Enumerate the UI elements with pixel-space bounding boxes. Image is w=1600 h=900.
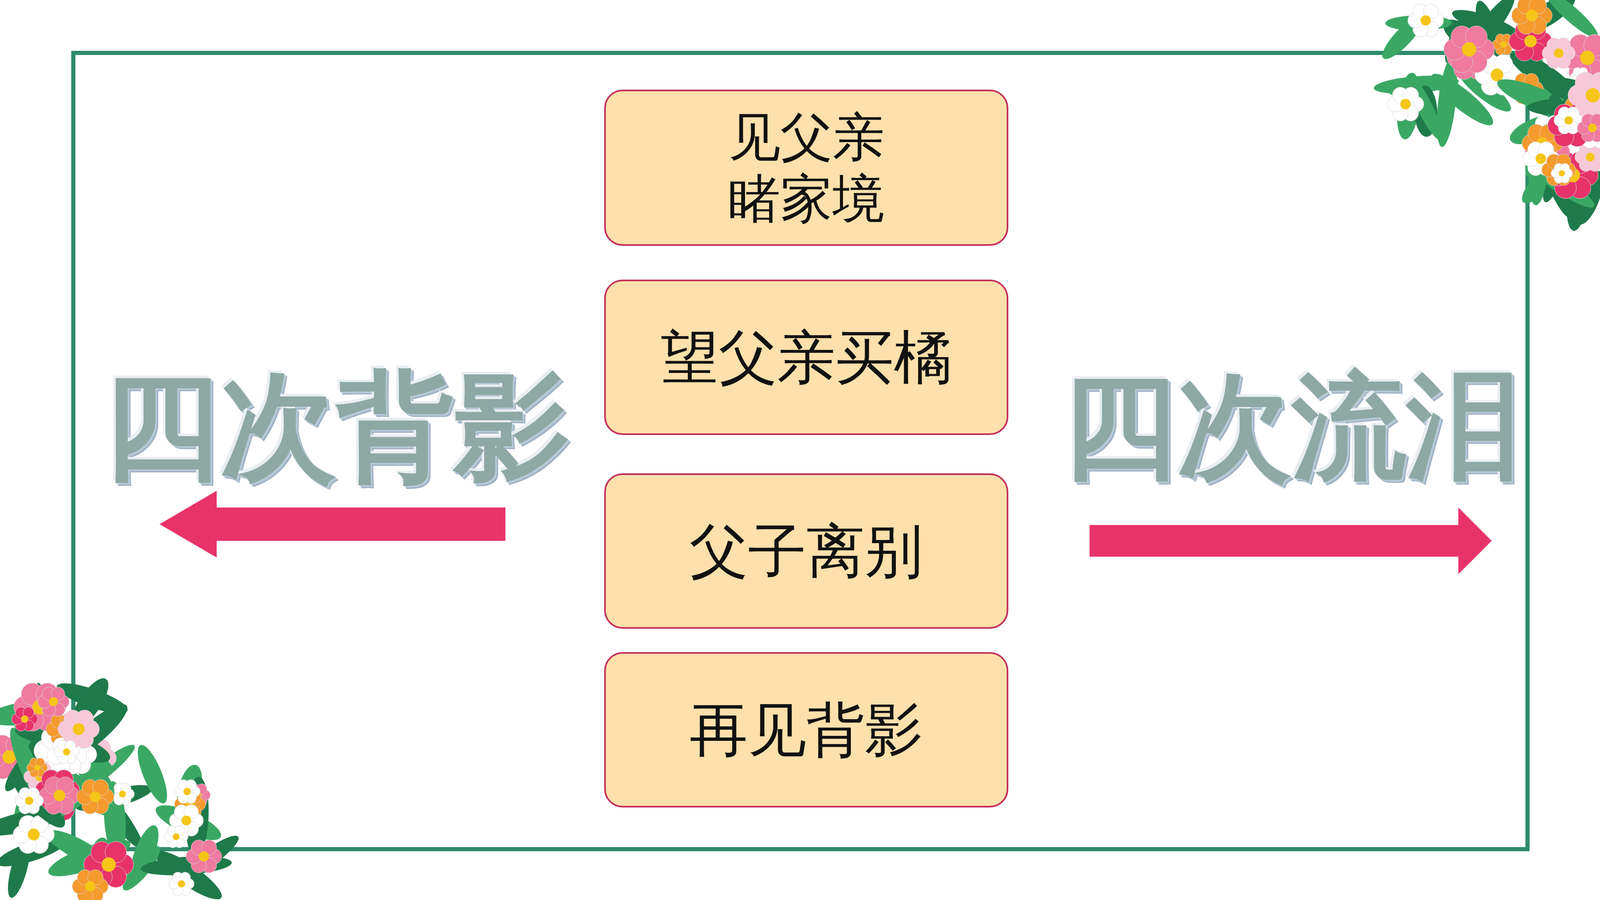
left-arrow (159, 490, 506, 558)
process-box: 再见背影 (604, 652, 1009, 808)
box-text: 望父亲买橘 (660, 322, 953, 392)
box-text: 父子离别 (689, 516, 923, 586)
flower-decoration (0, 672, 244, 900)
process-box: 望父亲买橘 (604, 279, 1009, 435)
flower-decoration (1372, 0, 1600, 233)
right-arrow (1089, 507, 1492, 575)
frame (73, 52, 1528, 850)
process-box: 见父亲 睹家境 (604, 89, 1009, 246)
heading-label: 四次背影 (103, 368, 570, 485)
heading-label: 四次流泪 (1062, 369, 1521, 485)
box-text: 见父亲 睹家境 (720, 106, 893, 230)
box-text: 再见背影 (689, 695, 923, 765)
process-box: 父子离别 (604, 473, 1009, 629)
